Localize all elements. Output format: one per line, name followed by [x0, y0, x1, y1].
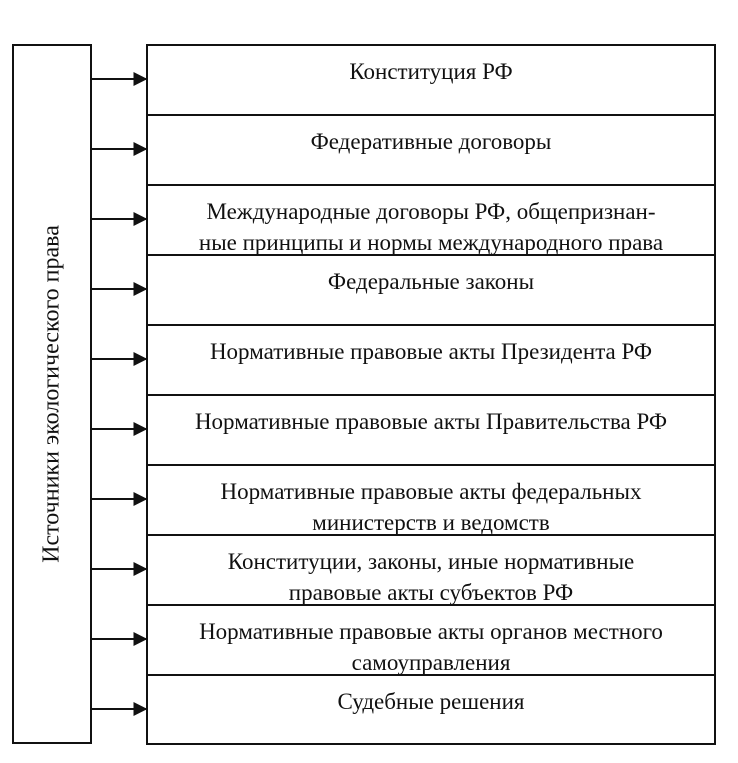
source-item-text: Судебные решения	[337, 689, 525, 714]
source-item-text: Нормативные правовые акты федеральных	[220, 479, 642, 504]
source-item: Нормативные правовые акты федеральных мин…	[148, 464, 714, 536]
source-item-text: Нормативные правовые акты органов местно…	[199, 619, 663, 644]
source-item-text: министерств и ведомств	[312, 510, 550, 535]
source-item-text: Конституции, законы, иные нормативные	[227, 549, 635, 574]
source-item: Федеративные договоры	[148, 114, 714, 186]
source-item: Нормативные правовые акты Правительства …	[148, 394, 714, 466]
source-item-text: Федеральные законы	[327, 269, 535, 294]
source-item-text: правовые акты субъектов РФ	[288, 580, 574, 605]
source-item-text: самоуправления	[351, 650, 511, 675]
source-item-text: Нормативные правовые акты Президента РФ	[209, 339, 653, 364]
source-item-text: Федеративные договоры	[310, 129, 552, 154]
source-item: Судебные решения	[148, 674, 714, 746]
source-item: Федеральные законы	[148, 254, 714, 326]
source-item: Конституция РФ	[148, 46, 714, 116]
source-item: Международные договоры РФ, общепризнан-н…	[148, 184, 714, 256]
source-item: Конституции, законы, иные нормативные пра…	[148, 534, 714, 606]
sources-box: Источники экологического права	[12, 44, 92, 744]
source-item: Нормативные правовые акты органов местно…	[148, 604, 714, 676]
source-item: Нормативные правовые акты Президента РФ	[148, 324, 714, 396]
source-item-text: Международные договоры РФ, общепризнан-	[206, 199, 656, 224]
source-item-text: ные принципы и нормы международного прав…	[198, 230, 664, 255]
source-item-text: Нормативные правовые акты Правительства …	[194, 409, 668, 434]
source-item-text: Конституция РФ	[349, 59, 513, 84]
